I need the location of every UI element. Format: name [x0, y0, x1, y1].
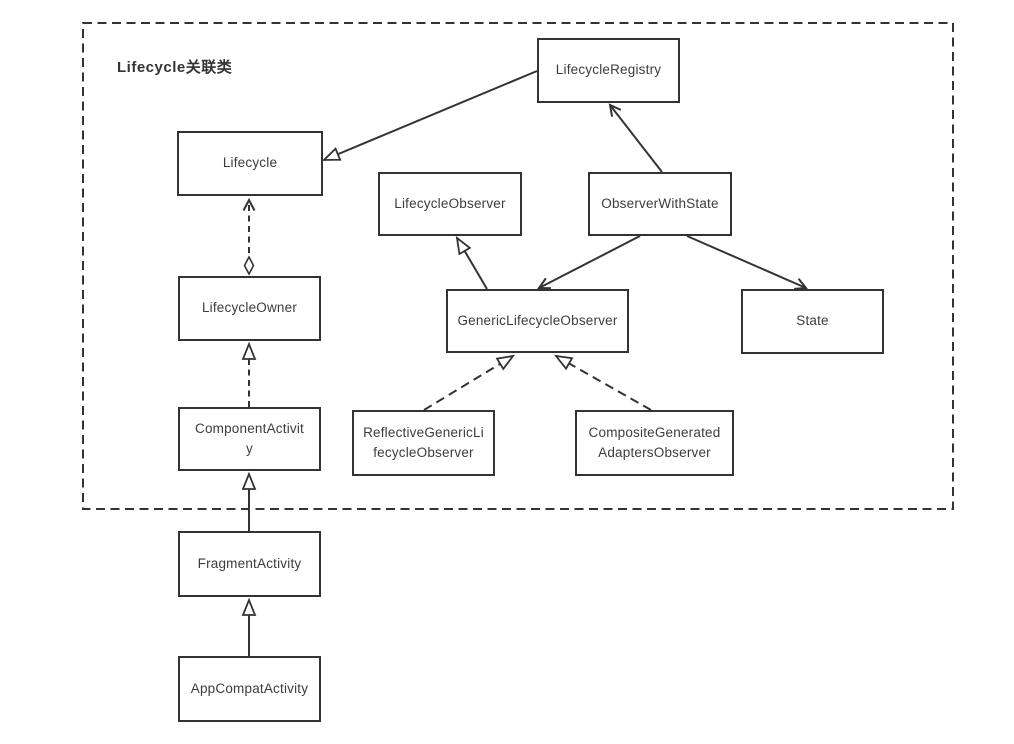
- node-component-activity: ComponentActivit y: [178, 407, 321, 471]
- edge-genericlifecycleobserver-to-lifecycleobserver: [455, 235, 488, 290]
- node-lifecycle-observer: LifecycleObserver: [378, 172, 522, 236]
- diagram-title: Lifecycle关联类: [117, 59, 233, 76]
- diagram-boundary: [82, 22, 954, 510]
- edge-compositegeneratedadaptersobserver-to-genericlifecycleobserver: [553, 354, 652, 411]
- node-lifecycle: Lifecycle: [177, 131, 323, 196]
- edge-reflectivegenericlifecycleobserver-to-genericlifecycleobserver: [423, 354, 516, 411]
- node-lifecycle-owner: LifecycleOwner: [178, 276, 321, 341]
- node-lifecycle-registry: LifecycleRegistry: [537, 38, 680, 103]
- node-composite-generated-adapters-observer: CompositeGenerated AdaptersObserver: [575, 410, 734, 476]
- node-generic-lifecycle-observer: GenericLifecycleObserver: [446, 289, 629, 353]
- edge-observerwithstate-to-lifecycleregistry: [608, 103, 663, 173]
- node-app-compat-activity: AppCompatActivity: [178, 656, 321, 722]
- edge-lifecycleregistry-to-lifecycle: [321, 70, 538, 161]
- node-observer-with-state: ObserverWithState: [588, 172, 732, 236]
- node-reflective-generic-lifecycle-observer: ReflectiveGenericLi fecycleObserver: [352, 410, 495, 476]
- edge-observerwithstate-to-state: [686, 235, 808, 290]
- node-fragment-activity: FragmentActivity: [178, 531, 321, 597]
- node-state: State: [741, 289, 884, 354]
- edge-observerwithstate-to-genericlifecycleobserver: [537, 235, 641, 290]
